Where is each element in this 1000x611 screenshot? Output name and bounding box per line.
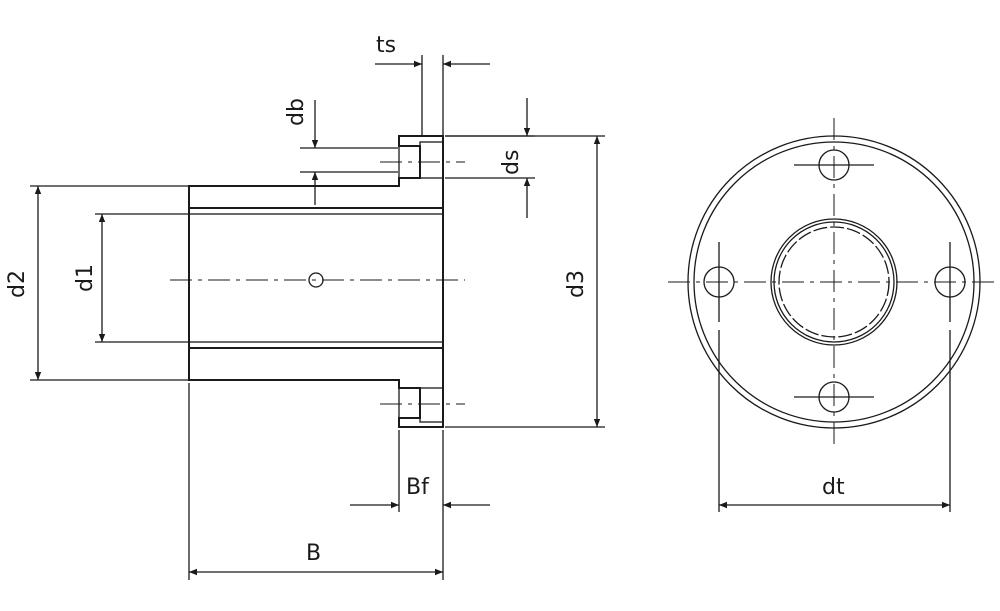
label-b: B xyxy=(306,541,321,566)
dimension-d2: d2 xyxy=(5,185,188,381)
label-ds: ds xyxy=(499,150,524,175)
section-view xyxy=(170,135,465,428)
label-ts: ts xyxy=(376,33,396,58)
dimension-d1: d1 xyxy=(73,213,188,343)
label-d3: d3 xyxy=(564,270,589,298)
bolt-holes xyxy=(703,149,966,413)
label-d2: d2 xyxy=(5,270,30,298)
dimension-db: db xyxy=(284,98,398,205)
dimension-bf: Bf xyxy=(350,430,490,580)
dimension-dt: dt xyxy=(718,330,951,512)
label-d1: d1 xyxy=(73,264,98,292)
front-view xyxy=(668,118,1000,450)
label-dt: dt xyxy=(822,475,845,500)
label-db: db xyxy=(284,98,309,126)
dimension-d3: d3 xyxy=(445,135,605,428)
dimension-ds: ds xyxy=(445,98,535,218)
dimension-b: B xyxy=(188,383,443,580)
dimension-ts: ts xyxy=(375,33,490,136)
label-bf: Bf xyxy=(406,475,430,500)
